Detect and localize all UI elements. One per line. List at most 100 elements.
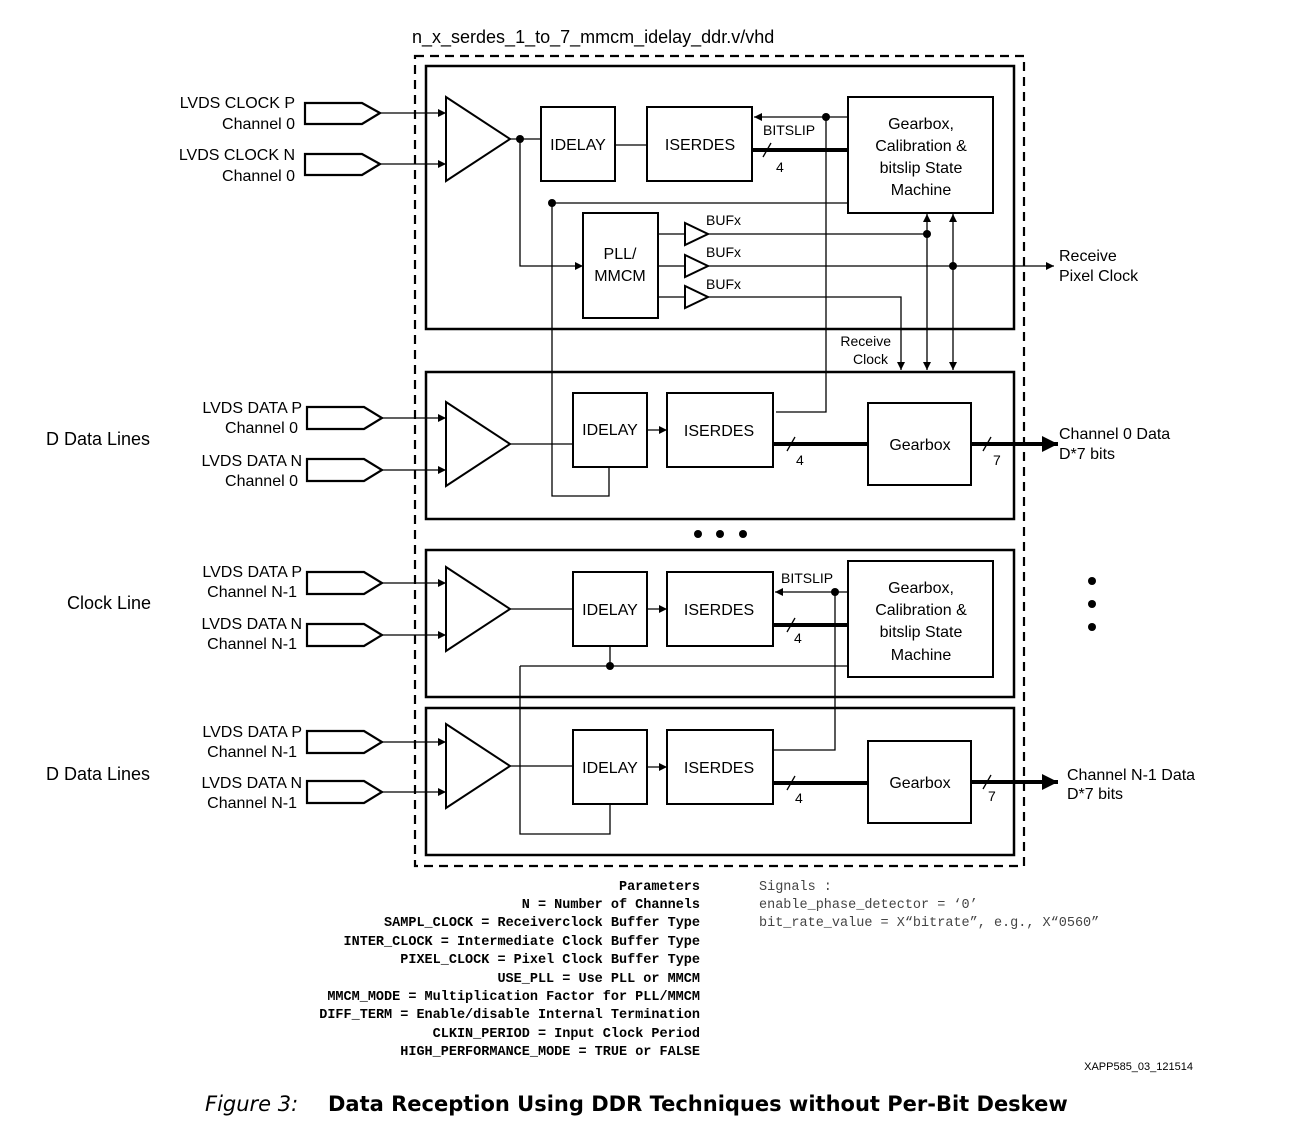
bus-width: 7 [993, 452, 1001, 468]
bufx-buffer [684, 253, 711, 279]
iserdes-block [646, 106, 753, 182]
data-input-buffer [445, 565, 512, 653]
input-channel: Channel 0 [222, 168, 295, 185]
input-channel: Channel N-1 [207, 636, 297, 653]
bus-width: 4 [795, 790, 803, 806]
input-label: LVDS DATA N [202, 616, 302, 633]
input-pad [303, 152, 383, 177]
buffer-label: BUFx [706, 244, 741, 260]
input-label: LVDS DATA P [202, 724, 302, 741]
input-pad [305, 779, 385, 805]
signal-line: enable_phase_detector = ‘0’ [759, 898, 978, 913]
gearbox-calibration-block [847, 96, 994, 214]
bus-width: 4 [796, 452, 804, 468]
input-channel: Channel N-1 [207, 584, 297, 601]
parameter-line: SAMPL_CLOCK = Receiverclock Buffer Type [384, 916, 700, 931]
caption-number: Figure 3: [205, 1092, 298, 1116]
pll-mmcm-block [582, 212, 659, 319]
parameter-line: MMCM_MODE = Multiplication Factor for PL… [327, 990, 700, 1005]
block-label: PLL/ [604, 246, 637, 263]
buffer-label: BUFx [706, 276, 741, 292]
bus-width: 4 [794, 630, 802, 646]
block-label: Calibration & [875, 602, 967, 619]
signal-line: bit_rate_value = X“bitrate”, e.g., X“056… [759, 916, 1099, 931]
input-pad [305, 729, 385, 755]
parameters-list: Parameters N = Number of Channels SAMPL_… [319, 880, 700, 1060]
input-channel: Channel N-1 [207, 744, 297, 761]
output-label: Channel N-1 Data [1067, 767, 1195, 784]
parameter-line: CLKIN_PERIOD = Input Clock Period [433, 1027, 700, 1042]
block-label: IDELAY [582, 422, 638, 439]
block-label: Calibration & [875, 138, 967, 155]
input-pad [305, 570, 385, 596]
clock-input-buffer [445, 95, 512, 183]
receive-clock-label: Clock [853, 351, 889, 367]
block-label: ISERDES [684, 423, 754, 440]
parameter-line: DIFF_TERM = Enable/disable Internal Term… [319, 1008, 700, 1023]
input-pad [305, 405, 385, 431]
data-input-buffer [445, 722, 512, 810]
bitslip-label: BITSLIP [763, 122, 815, 138]
block-label: Gearbox, [888, 580, 954, 597]
input-label: LVDS CLOCK P [180, 95, 295, 112]
bus-width: 4 [776, 159, 784, 175]
parameter-line: PIXEL_CLOCK = Pixel Clock Buffer Type [400, 953, 700, 968]
input-channel: Channel 0 [222, 116, 295, 133]
idelay-block [572, 571, 648, 647]
parameter-line: HIGH_PERFORMANCE_MODE = TRUE or FALSE [400, 1045, 700, 1060]
output-label: D*7 bits [1067, 786, 1123, 803]
parameter-line: INTER_CLOCK = Intermediate Clock Buffer … [344, 935, 700, 950]
idelay-block [572, 729, 648, 805]
gearbox-block [867, 402, 972, 486]
file-title: n_x_serdes_1_to_7_mmcm_idelay_ddr.v/vhd [412, 27, 774, 48]
input-channel: Channel 0 [225, 420, 298, 437]
bitslip-label: BITSLIP [781, 570, 833, 586]
block-label: Gearbox [889, 775, 950, 792]
block-label: MMCM [594, 268, 646, 285]
signals-list: Signals : enable_phase_detector = ‘0’ bi… [759, 880, 1099, 931]
ellipsis-dot [694, 530, 702, 538]
ellipsis-dot [1088, 600, 1096, 608]
block-label: Machine [891, 647, 952, 664]
block-label: IDELAY [550, 137, 606, 154]
bufx-buffer [684, 221, 711, 247]
ellipsis-dot [739, 530, 747, 538]
input-channel: Channel N-1 [207, 795, 297, 812]
gearbox-block [867, 740, 972, 824]
input-label: LVDS DATA N [202, 775, 302, 792]
data-input-buffer [445, 400, 512, 488]
input-pad [305, 457, 385, 483]
iserdes-block [666, 571, 774, 647]
ellipsis-dot [1088, 623, 1096, 631]
block-label: ISERDES [665, 137, 735, 154]
block-label: ISERDES [684, 760, 754, 777]
module-boundary [413, 54, 1026, 868]
block-label: Gearbox, [888, 116, 954, 133]
buffer-label: BUFx [706, 212, 741, 228]
input-pad [303, 101, 383, 126]
figure-reference: XAPP585_03_121514 [1084, 1061, 1193, 1073]
input-channel: Channel 0 [225, 473, 298, 490]
group-label: D Data Lines [46, 764, 150, 784]
output-label: Pixel Clock [1059, 268, 1139, 285]
signal-line: Signals : [759, 880, 832, 895]
output-label: Receive [1059, 248, 1117, 265]
block-label: Machine [891, 182, 952, 199]
iserdes-block [666, 729, 774, 805]
input-label: LVDS DATA P [202, 564, 302, 581]
input-label: LVDS DATA N [202, 453, 302, 470]
clock-section-frame [424, 64, 1016, 331]
block-label: ISERDES [684, 602, 754, 619]
idelay-block [572, 392, 648, 468]
idelay-block [540, 106, 616, 182]
input-label: LVDS CLOCK N [179, 147, 295, 164]
parameter-line: USE_PLL = Use PLL or MMCM [497, 972, 700, 987]
block-label: Gearbox [889, 437, 950, 454]
block-label: IDELAY [582, 760, 638, 777]
parameter-line: N = Number of Channels [522, 898, 700, 913]
parameter-line: Parameters [619, 880, 700, 895]
block-label: bitslip State [880, 624, 963, 641]
caption-title: Data Reception Using DDR Techniques with… [328, 1092, 1068, 1116]
bufx-buffer [684, 284, 711, 310]
